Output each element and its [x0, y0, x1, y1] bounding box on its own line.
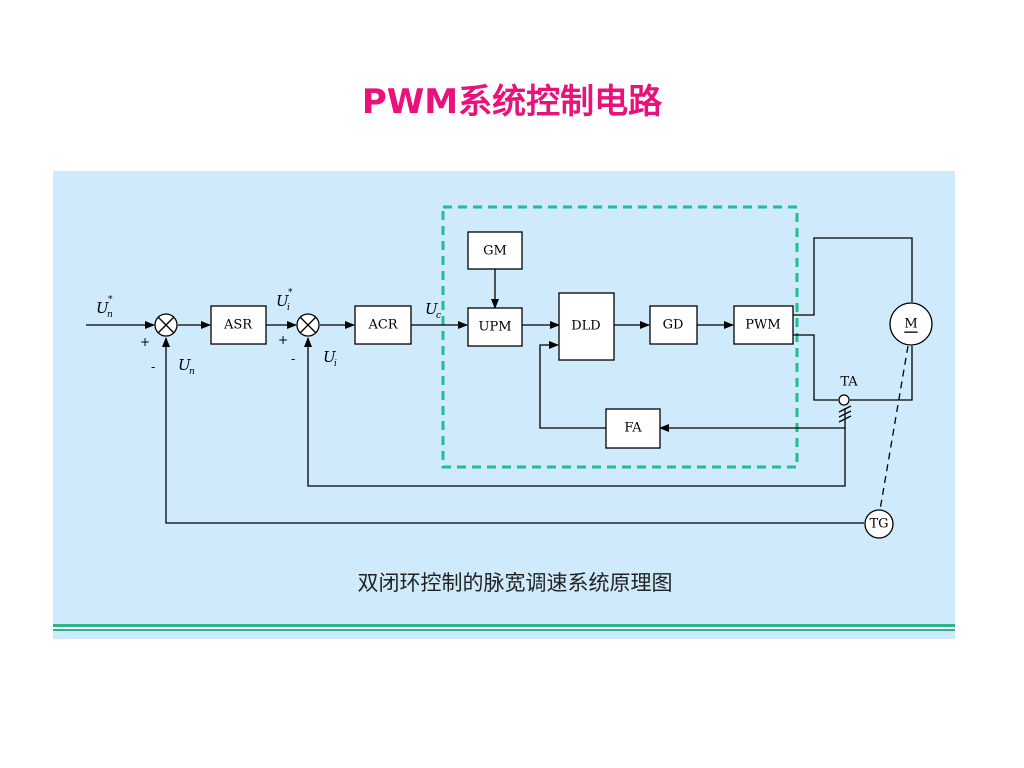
- pwm-label: PWM: [745, 318, 780, 333]
- current-sensor-symbol: [838, 394, 850, 406]
- svg-text:U: U: [178, 356, 192, 374]
- speed-feedback-line: [162, 337, 864, 524]
- svg-text:U: U: [425, 300, 439, 318]
- signal-label-un: U n: [178, 356, 195, 377]
- signal-label-ui: U i: [323, 348, 337, 369]
- pwm-controller-boundary: [441, 205, 799, 469]
- ta-tick-2: [838, 410, 852, 418]
- motor-symbol: [889, 302, 933, 346]
- svg-text:n: n: [107, 310, 113, 320]
- fa-block: [605, 408, 661, 449]
- svg-text:c: c: [436, 311, 441, 321]
- sign-plus-current: +: [278, 333, 288, 347]
- panel-footer: [53, 631, 955, 639]
- diagram-svg: ASR ACR GM UPM DLD GD PWM FA M TA TG U n…: [53, 171, 955, 639]
- motor-label: M: [904, 317, 917, 332]
- gd-label: GD: [663, 318, 684, 333]
- slide-title: PWM系统控制电路: [361, 82, 663, 122]
- asr-block: [210, 305, 267, 345]
- signal-label-uc: U c: [425, 300, 441, 321]
- ta-to-motor-line: [850, 346, 913, 401]
- acr-label: ACR: [367, 318, 398, 333]
- bottom-rule-thin: [53, 629, 955, 631]
- svg-text:i: i: [287, 303, 290, 313]
- dld-label: DLD: [571, 319, 600, 334]
- upm-label: UPM: [478, 320, 511, 335]
- sign-plus-speed: +: [140, 335, 150, 349]
- dld-block: [558, 292, 615, 361]
- gm-label: GM: [483, 244, 507, 259]
- upm-block: [467, 307, 523, 347]
- figure-caption: 双闭环控制的脉宽调速系统原理图: [358, 571, 673, 595]
- fa-label: FA: [624, 421, 642, 436]
- svg-text:U: U: [276, 292, 290, 310]
- ta-tick-3: [838, 415, 852, 423]
- diagram-panel: ASR ACR GM UPM DLD GD PWM FA M TA TG U n…: [53, 171, 955, 639]
- summing-junction-current: [296, 313, 320, 337]
- gm-block: [467, 231, 523, 270]
- svg-text:U: U: [323, 348, 337, 366]
- ta-tick-1: [838, 405, 852, 413]
- sign-minus-speed: -: [151, 360, 155, 374]
- signal-label-un-star: U n *: [96, 295, 113, 320]
- svg-text:*: *: [108, 295, 113, 305]
- tg-label: TG: [869, 517, 888, 532]
- svg-text:U: U: [96, 299, 110, 317]
- acr-block: [354, 305, 412, 345]
- gd-block: [649, 305, 698, 345]
- ta-label: TA: [840, 375, 858, 390]
- fa-to-dld-line: [539, 341, 606, 429]
- pwm-block: [733, 305, 794, 345]
- summing-junction-speed: [154, 313, 178, 337]
- svg-text:n: n: [189, 367, 195, 377]
- asr-label: ASR: [223, 318, 253, 333]
- bottom-rule: [53, 624, 955, 627]
- svg-text:i: i: [334, 359, 337, 369]
- tachogenerator-symbol: [864, 509, 894, 539]
- signal-label-ui-star: U i *: [276, 288, 293, 313]
- sign-minus-current: -: [291, 352, 295, 366]
- pwm-to-motor-upper-line: [793, 237, 913, 316]
- svg-text:*: *: [288, 288, 293, 298]
- pwm-to-ta-line: [793, 334, 838, 401]
- current-feedback-line: [304, 337, 846, 487]
- motor-tg-coupling-line: [879, 345, 909, 511]
